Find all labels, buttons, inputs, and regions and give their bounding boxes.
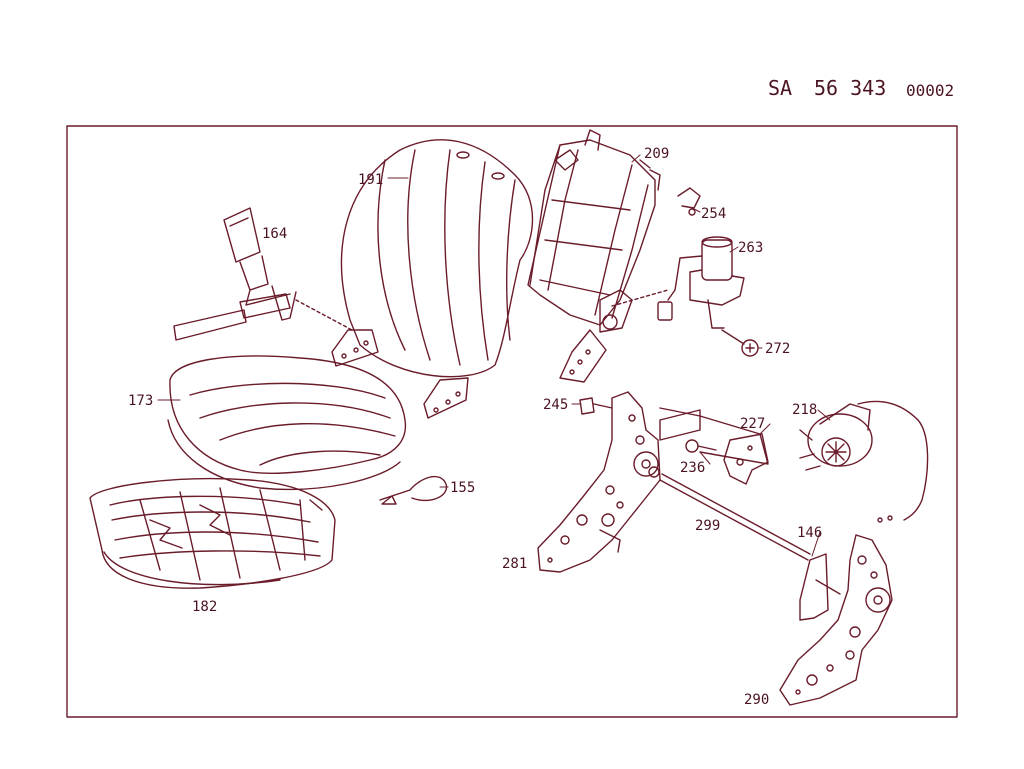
callout-164: 164 (262, 226, 287, 242)
callout-281: 281 (502, 556, 527, 572)
recliner-plate-left-part (537, 391, 661, 573)
recliner-plate-right-part (779, 534, 893, 706)
seat-cushion-part (167, 355, 407, 491)
belt-buckle-part (173, 207, 353, 341)
callout-155: 155 (450, 480, 475, 496)
drawing-frame (66, 125, 958, 718)
screw-part-236 (685, 439, 717, 453)
seat-motor-part (799, 400, 929, 523)
leader-lines (157, 154, 831, 557)
callout-146: 146 (797, 525, 822, 541)
screw-part-272 (721, 329, 759, 357)
callout-209: 209 (644, 146, 669, 162)
callout-254: 254 (701, 206, 726, 222)
drawing-prefix: SA (768, 76, 793, 100)
seat-spring-frame-part (89, 478, 336, 589)
cable-tie-part (379, 475, 448, 505)
callout-290: 290 (744, 692, 769, 708)
callout-236: 236 (680, 460, 705, 476)
sheet-number: 00002 (906, 81, 955, 100)
clip-part (677, 187, 701, 216)
callout-218: 218 (792, 402, 817, 418)
callout-299: 299 (695, 518, 720, 534)
callout-173: 173 (128, 393, 153, 409)
callout-227: 227 (740, 416, 765, 432)
drive-shaft-part (648, 466, 811, 561)
backrest-frame-part (527, 129, 669, 383)
callout-263: 263 (738, 240, 763, 256)
drawing-number: 56 343 (814, 76, 887, 100)
screw-part-245 (579, 397, 613, 415)
callout-191: 191 (358, 172, 383, 188)
lumbar-motor-part (657, 236, 745, 329)
callout-182: 182 (192, 599, 217, 615)
backrest-cushion-part (331, 139, 534, 419)
callout-272: 272 (765, 341, 790, 357)
callout-245: 245 (543, 397, 568, 413)
tube-part-146 (799, 553, 841, 621)
